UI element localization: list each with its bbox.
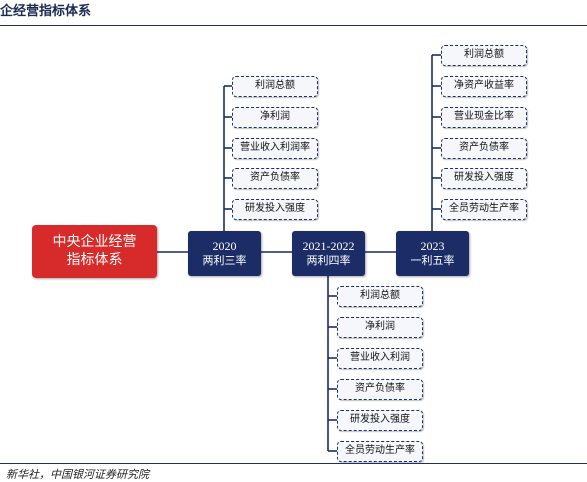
stage-label: 一利五率: [410, 254, 455, 268]
title-divider: [0, 25, 587, 26]
indicator-box: 净利润: [337, 317, 423, 338]
indicator-box: 营业收入利润率: [232, 138, 318, 159]
indicator-box: 营业现金比率: [441, 107, 527, 128]
stage-node-2020: 2020 两利三率: [188, 231, 261, 276]
indicator-box: 研发投入强度: [232, 199, 318, 220]
indicator-box: 营业收入利润: [337, 348, 423, 369]
footer-divider: [0, 463, 587, 464]
central-enterprise-line1: 中央企业经营: [52, 234, 137, 250]
indicator-box: 全员劳动生产率: [441, 199, 527, 220]
stage-year: 2021-2022: [302, 239, 355, 254]
source-note: 新华社，中国银河证券研究院: [6, 468, 149, 481]
figure-title: 企经营指标体系: [0, 4, 92, 19]
stage-year: 2020: [212, 239, 237, 254]
indicator-box: 研发投入强度: [337, 410, 423, 431]
indicator-box: 资产负债率: [441, 138, 527, 159]
indicator-box: 利润总额: [337, 286, 423, 307]
central-enterprise-line2: 指标体系: [66, 251, 123, 268]
central-enterprise-node: 中央企业经营 指标体系: [32, 225, 157, 278]
indicator-box: 利润总额: [441, 45, 527, 66]
indicator-box: 资产负债率: [337, 379, 423, 400]
stage-year: 2023: [420, 239, 445, 254]
indicator-box: 全员劳动生产率: [337, 441, 423, 462]
indicator-box: 研发投入强度: [441, 168, 527, 189]
indicator-box: 净利润: [232, 107, 318, 128]
indicator-box: 利润总额: [232, 76, 318, 97]
indicator-box: 资产负债率: [232, 168, 318, 189]
stage-node-2023: 2023 一利五率: [396, 231, 469, 276]
stage-label: 两利三率: [202, 254, 247, 268]
stage-label: 两利四率: [306, 254, 351, 268]
indicator-box: 净资产收益率: [441, 76, 527, 97]
stage-node-2021-2022: 2021-2022 两利四率: [292, 231, 365, 276]
